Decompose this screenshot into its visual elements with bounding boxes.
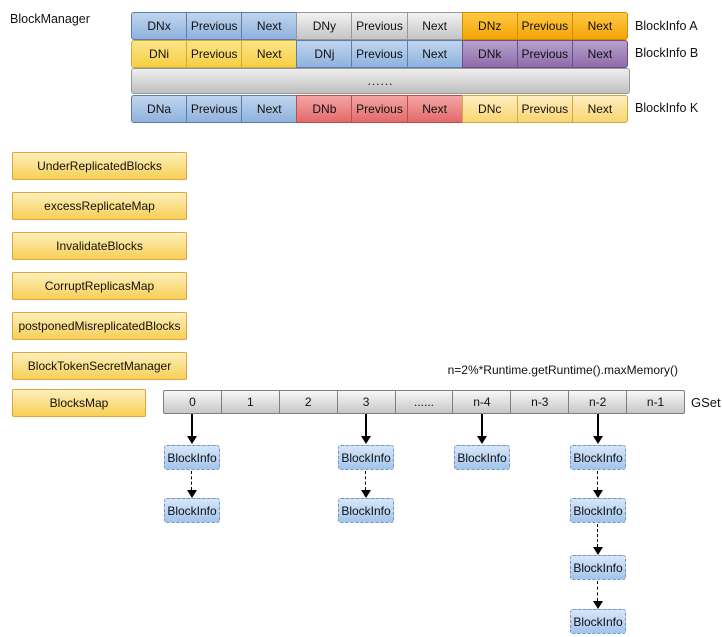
gset-cell-n1: n-1 bbox=[626, 390, 686, 414]
blockinfo-node: BlockInfo bbox=[570, 498, 626, 523]
blockinfo-node: BlockInfo bbox=[570, 609, 626, 634]
structure-box-postponedmisreplicatedblocks: postponedMisreplicatedBlocks bbox=[12, 312, 187, 340]
arrow-dashed-line bbox=[597, 524, 598, 547]
gset-size-annotation: n=2%*Runtime.getRuntime().maxMemory() bbox=[447, 363, 678, 377]
arrow-down-icon bbox=[477, 436, 487, 444]
table-cell-dni: DNi bbox=[131, 40, 188, 68]
table-cell-dnc: DNc bbox=[461, 95, 518, 123]
arrow-down-icon bbox=[593, 601, 603, 609]
arrow-down-icon bbox=[361, 436, 371, 444]
arrow-dashed-line bbox=[365, 471, 366, 490]
table-cell-dnk: DNk bbox=[461, 40, 518, 68]
blockinfo-node: BlockInfo bbox=[570, 445, 626, 470]
blockinfo-node: BlockInfo bbox=[164, 498, 220, 523]
arrow-down-icon bbox=[361, 490, 371, 498]
structure-box-underreplicatedblocks: UnderReplicatedBlocks bbox=[12, 152, 187, 180]
blockinfo-node: BlockInfo bbox=[338, 498, 394, 523]
gset-cell-1: 1 bbox=[220, 390, 280, 414]
table-cell-dnz: DNz bbox=[461, 12, 518, 40]
table-cell-dnj: DNj bbox=[296, 40, 353, 68]
arrow-solid-line bbox=[191, 414, 193, 436]
arrow-solid-line bbox=[365, 414, 367, 436]
blockinfo-node: BlockInfo bbox=[338, 445, 394, 470]
arrow-solid-line bbox=[481, 414, 483, 436]
table-cell: Previous bbox=[516, 12, 573, 40]
structure-box-excessreplicatemap: excessReplicateMap bbox=[12, 192, 187, 220]
table-cell: Previous bbox=[351, 12, 408, 40]
table-cell: Next bbox=[406, 95, 463, 123]
gset-cell-0: 0 bbox=[163, 390, 222, 414]
gset-cell-3: 3 bbox=[336, 390, 396, 414]
row-label-blockinfo-a: BlockInfo A bbox=[635, 19, 698, 33]
gset-label: GSet bbox=[691, 395, 721, 410]
arrow-dashed-line bbox=[597, 581, 598, 601]
gset-array: 0 1 2 3 ...... n-4 n-3 n-2 n-1 bbox=[163, 390, 686, 414]
structure-box-corruptreplicasmap: CorruptReplicasMap bbox=[12, 272, 187, 300]
table-cell-dna: DNa bbox=[131, 95, 188, 123]
table-cell: Previous bbox=[186, 95, 243, 123]
gset-cell-n4: n-4 bbox=[452, 390, 512, 414]
table-cell: Previous bbox=[186, 12, 243, 40]
table-ellipsis-row: ...... bbox=[131, 68, 630, 94]
table-cell: Next bbox=[406, 12, 463, 40]
arrow-down-icon bbox=[593, 547, 603, 555]
table-cell: Next bbox=[571, 95, 628, 123]
structure-box-blocksmap: BlocksMap bbox=[12, 389, 146, 417]
table-cell: Next bbox=[571, 12, 628, 40]
table-cell-dnx: DNx bbox=[131, 12, 188, 40]
arrow-dashed-line bbox=[191, 471, 192, 490]
gset-cell-2: 2 bbox=[278, 390, 338, 414]
table-cell: Previous bbox=[351, 95, 408, 123]
table-cell: Next bbox=[241, 12, 298, 40]
table-cell: Next bbox=[406, 40, 463, 68]
row-label-blockinfo-b: BlockInfo B bbox=[635, 46, 699, 60]
arrow-down-icon bbox=[187, 436, 197, 444]
structure-box-blocktokensecretmanager: BlockTokenSecretManager bbox=[12, 352, 187, 380]
table-cell-dnb: DNb bbox=[296, 95, 353, 123]
blockmanager-title: BlockManager bbox=[10, 12, 90, 26]
table-cell-dny: DNy bbox=[296, 12, 353, 40]
arrow-dashed-line bbox=[597, 471, 598, 490]
blockinfo-row-k: DNa Previous Next DNb Previous Next DNc … bbox=[131, 95, 628, 123]
blockinfo-row-a: DNx Previous Next DNy Previous Next DNz … bbox=[131, 12, 628, 40]
table-cell: Previous bbox=[516, 95, 573, 123]
row-label-blockinfo-k: BlockInfo K bbox=[635, 101, 699, 115]
arrow-down-icon bbox=[593, 490, 603, 498]
gset-cell-n3: n-3 bbox=[510, 390, 570, 414]
table-cell: Next bbox=[571, 40, 628, 68]
arrow-down-icon bbox=[187, 490, 197, 498]
blockinfo-row-b: DNi Previous Next DNj Previous Next DNk … bbox=[131, 40, 628, 68]
gset-cell-ellipsis: ...... bbox=[394, 390, 454, 414]
blockinfo-node: BlockInfo bbox=[164, 445, 220, 470]
arrow-down-icon bbox=[593, 436, 603, 444]
table-cell: Previous bbox=[351, 40, 408, 68]
blockinfo-node: BlockInfo bbox=[454, 445, 510, 470]
structure-box-invalidateblocks: InvalidateBlocks bbox=[12, 232, 187, 260]
gset-cell-n2: n-2 bbox=[568, 390, 628, 414]
table-cell: Next bbox=[241, 40, 298, 68]
arrow-solid-line bbox=[597, 414, 599, 436]
blockinfo-node: BlockInfo bbox=[570, 555, 626, 580]
table-cell: Next bbox=[241, 95, 298, 123]
table-cell: Previous bbox=[516, 40, 573, 68]
table-cell: Previous bbox=[186, 40, 243, 68]
